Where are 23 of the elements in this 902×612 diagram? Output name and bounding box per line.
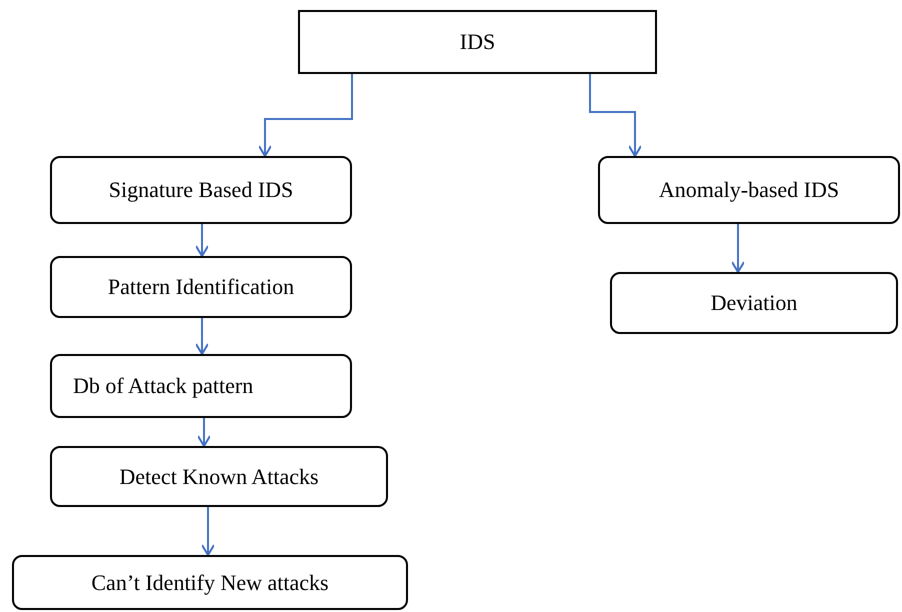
arrow bbox=[201, 507, 215, 556]
process-box bbox=[298, 10, 657, 74]
box-label: IDS bbox=[460, 29, 496, 55]
process-box bbox=[12, 555, 408, 610]
box-label: Detect Known Attacks bbox=[119, 464, 319, 490]
process-box bbox=[50, 156, 352, 224]
process-box bbox=[50, 446, 388, 507]
process-box bbox=[598, 156, 900, 224]
box-label: Pattern Identification bbox=[108, 274, 294, 300]
arrow bbox=[589, 74, 642, 157]
box-label: Signature Based IDS bbox=[108, 177, 294, 203]
box-label: Anomaly-based IDS bbox=[658, 177, 840, 203]
arrow bbox=[195, 318, 209, 355]
process-box bbox=[50, 256, 352, 318]
box-label: Can’t Identify New attacks bbox=[91, 570, 329, 596]
arrow bbox=[258, 74, 353, 157]
arrow bbox=[197, 418, 211, 447]
arrow bbox=[731, 224, 745, 273]
process-box bbox=[610, 272, 898, 334]
box-label: Deviation bbox=[710, 290, 798, 316]
box-label: Db of Attack pattern bbox=[73, 373, 254, 399]
process-box bbox=[50, 354, 352, 418]
arrow bbox=[195, 224, 209, 257]
